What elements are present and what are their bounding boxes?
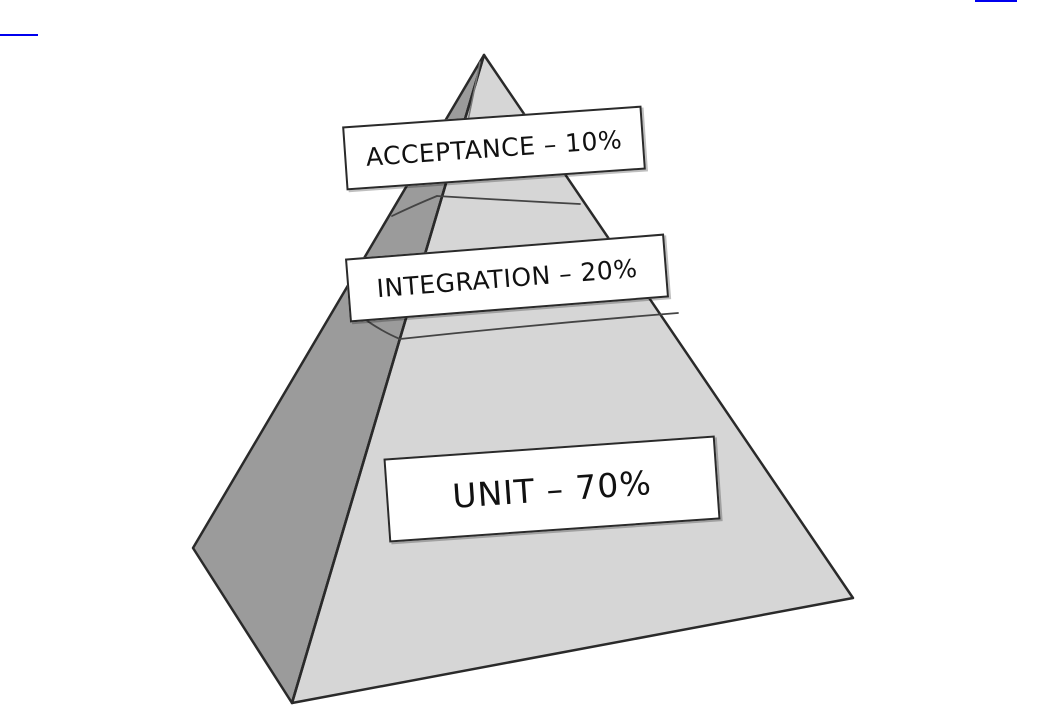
integration-layer-text: INTEGRATION – 20% — [375, 253, 638, 302]
acceptance-layer-text: ACCEPTANCE – 10% — [365, 125, 623, 172]
unit-layer-text: UNIT – 70% — [451, 463, 653, 516]
top-right-link-underline[interactable] — [975, 0, 1017, 2]
top-left-link-underline[interactable] — [0, 34, 38, 36]
